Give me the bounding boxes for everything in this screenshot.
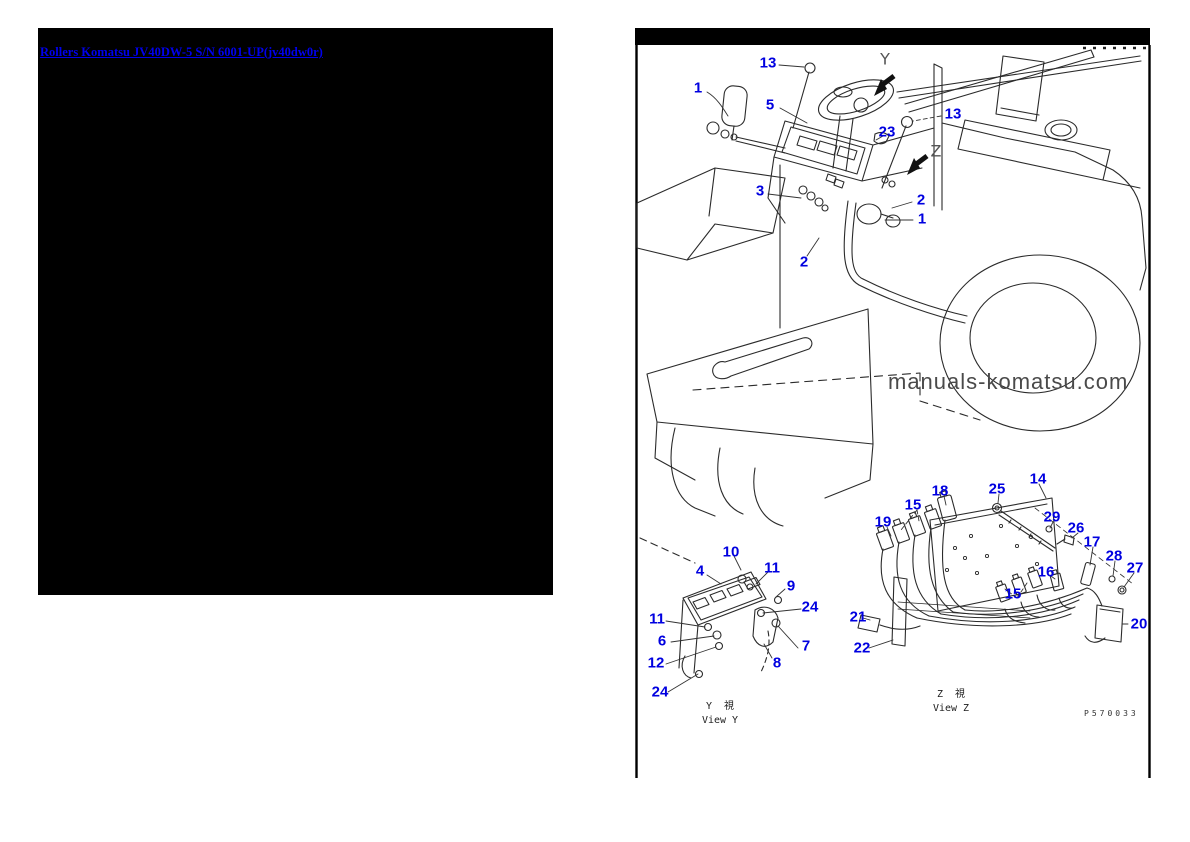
callout-11: 11 xyxy=(649,610,665,628)
callout-11: 11 xyxy=(764,559,780,577)
callout-20: 20 xyxy=(1130,615,1148,633)
callout-2: 2 xyxy=(916,191,926,209)
z-direction-arrow-icon xyxy=(907,154,929,175)
parts-diagram-drawing xyxy=(635,28,1151,778)
callout-19: 19 xyxy=(874,513,892,531)
callout-24: 24 xyxy=(801,598,819,616)
watermark: manuals-komatsu.com xyxy=(888,369,1129,394)
callout-13: 13 xyxy=(944,105,962,123)
callout-8: 8 xyxy=(772,654,782,672)
callout-2: 2 xyxy=(799,253,809,271)
machine-drawing xyxy=(636,49,1147,564)
callout-3: 3 xyxy=(755,182,765,200)
drawing-number: P570033 xyxy=(1084,709,1139,718)
callout-28: 28 xyxy=(1105,547,1123,565)
callout-22: 22 xyxy=(853,639,871,657)
direction-label-y: Y xyxy=(880,49,890,69)
callout-13: 13 xyxy=(759,54,777,72)
callout-9: 9 xyxy=(786,577,796,595)
callout-25: 25 xyxy=(988,480,1006,498)
callout-24: 24 xyxy=(651,683,669,701)
callout-17: 17 xyxy=(1083,533,1101,551)
callout-4: 4 xyxy=(695,562,705,580)
callout-6: 6 xyxy=(657,632,667,650)
callout-14: 14 xyxy=(1029,470,1047,488)
callout-21: 21 xyxy=(849,608,867,626)
leader-lines xyxy=(665,64,1135,693)
callout-7: 7 xyxy=(801,637,811,655)
view-y-drawing xyxy=(678,571,783,679)
y-direction-arrow-icon xyxy=(874,74,896,96)
callout-5: 5 xyxy=(765,96,775,114)
callout-1: 1 xyxy=(917,210,927,228)
callout-12: 12 xyxy=(647,654,665,672)
direction-label-z: Z xyxy=(930,141,942,161)
diagram-top-bar xyxy=(635,28,1150,45)
callout-1: 1 xyxy=(693,79,703,97)
callout-23: 23 xyxy=(878,123,896,141)
callout-10: 10 xyxy=(722,543,740,561)
callout-29: 29 xyxy=(1043,508,1061,526)
view-z-drawing xyxy=(857,490,1134,647)
direction-arrows xyxy=(874,74,929,175)
callout-18: 18 xyxy=(931,482,949,500)
callout-27: 27 xyxy=(1126,559,1144,577)
callout-15: 15 xyxy=(904,496,922,514)
callout-16: 16 xyxy=(1037,563,1055,581)
callout-26: 26 xyxy=(1067,519,1085,537)
callout-15: 15 xyxy=(1004,585,1022,603)
manual-title-link[interactable]: Rollers Komatsu JV40DW-5 S/N 6001-UP(jv4… xyxy=(40,45,323,59)
left-black-panel: Rollers Komatsu JV40DW-5 S/N 6001-UP(jv4… xyxy=(38,28,553,595)
